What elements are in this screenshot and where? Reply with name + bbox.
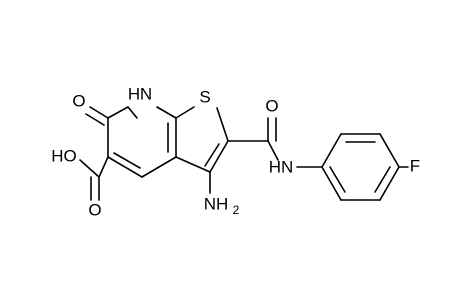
atom-amide-o-label: O [265,96,278,115]
bond-s-c2 [216,107,229,142]
bond-c4-c5-inner [113,152,141,169]
bond-ar6-ar1 [321,166,342,201]
atom-nh2-label: NH [204,194,229,213]
atom-f-label: F [410,156,420,175]
atom-n-label: N [140,84,152,103]
bond-c3a-c4 [141,156,177,178]
bond-c6-o-double [85,113,105,126]
atom-acid-o-label: O [88,200,101,219]
atom-nh2-subscript: 2 [233,203,240,217]
bond-ar1-ar2 [321,133,342,168]
bond-c3-c3a [175,156,211,173]
bond-c6-o [89,106,109,119]
bond-c6-n7b [107,106,129,119]
bond-c2-c3-inner [204,143,220,167]
atom-s-label: S [199,87,210,106]
bond-cooh-oh [79,159,100,178]
atom-hn-label: HN [269,157,294,176]
bond-camide-n [267,140,279,161]
bond-c2-c3 [209,140,229,173]
atom-ring-o-label: O [72,91,85,110]
bond-c7a-s [175,106,195,119]
atom-h-label: H [128,84,140,103]
atom-oh-label: HO [51,146,77,165]
bond-c4-c5 [107,156,143,178]
bond-ar6-ar1-inner [329,166,346,193]
bond-ar4-ar5-inner [374,166,391,193]
bond-c6-n7 [127,106,138,119]
bond-ar3-ar4 [379,133,400,168]
bond-c5-cooh [98,156,109,178]
bond-n7-c7a [156,106,177,119]
bond-ar4-ar5 [379,166,400,201]
